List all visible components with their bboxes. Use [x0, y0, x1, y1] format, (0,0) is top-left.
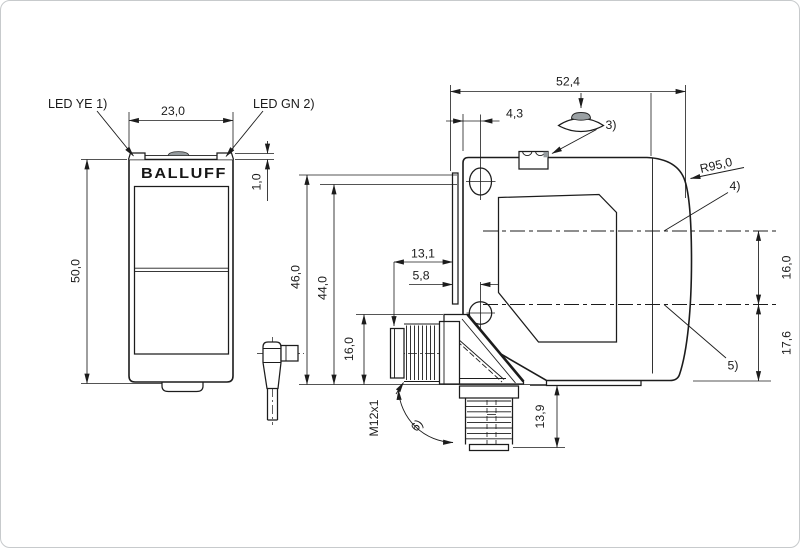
connector-cable: [266, 388, 279, 421]
dim-front-height: 50,0: [69, 259, 83, 283]
thread-leader: [395, 382, 404, 395]
front-foot-tab: [161, 382, 204, 393]
dim-connector-height: 16,0: [342, 337, 356, 361]
dim-side-width: 52,4: [556, 75, 580, 89]
led-window-left: [127, 152, 146, 160]
connector-barrel: [262, 341, 282, 390]
button-top-view: [167, 151, 190, 156]
dim-connector-protrusion: 13,1: [411, 247, 435, 261]
led-green-leader: [225, 110, 264, 157]
dim-led-height: 1,0: [250, 173, 264, 190]
dim-axis-upper: 16,0: [780, 255, 794, 279]
callout-3: 3): [606, 118, 617, 132]
radius-leader: [690, 167, 745, 180]
rotation-arc: [396, 389, 454, 445]
dim-axis-lower: 17,6: [780, 331, 794, 355]
front-view: BALLUFF: [127, 151, 235, 393]
adjuster-dome: [571, 112, 591, 121]
led-green-label: LED GN 2): [253, 97, 315, 111]
dim-thread-spec: M12x1: [367, 399, 381, 436]
lens-divider: [134, 267, 229, 273]
dim-connector-down-length: 13,9: [533, 404, 547, 428]
sensing-face-plate: [451, 172, 459, 305]
callout4-leader: [663, 192, 729, 232]
callout-4: 4): [730, 179, 741, 193]
front-view-dimensions: 23,0 LED YE 1) LED GN 2) 50,0 1,0: [48, 97, 315, 384]
side-view-dimensions: 52,4 3) 4,3 R95,0 4) 5) 16,0 17,6 46,0 4…: [289, 75, 794, 448]
callout-5: 5): [728, 359, 739, 373]
connector-down-position: [458, 385, 520, 452]
led-yellow-leader: [96, 110, 134, 157]
callout3-leader: [551, 129, 597, 154]
brand-logo: BALLUFF: [141, 165, 227, 182]
side-view: [451, 150, 776, 387]
connector-end-cap: [389, 327, 405, 379]
connector-threads: [404, 323, 440, 382]
led-yellow-label: LED YE 1): [48, 97, 107, 111]
dim-front-width: 23,0: [161, 104, 185, 118]
connector-collar: [438, 320, 461, 385]
led-window-right: [216, 152, 235, 160]
lens-window: [133, 185, 230, 355]
dim-side-height: 46,0: [289, 265, 303, 289]
side-foot-strip: [545, 380, 642, 387]
callout5-leader: [663, 304, 727, 359]
dim-hole-bottom-offset: 5,8: [412, 269, 429, 283]
callout-6: 6): [408, 417, 426, 434]
dim-side-height-inner: 44,0: [316, 276, 330, 300]
connector-plug: [280, 344, 299, 362]
front-connector-view: [257, 337, 304, 425]
recess-shade: [543, 151, 548, 158]
m12-connector: [389, 313, 525, 452]
dim-hole-top-offset: 4,3: [506, 107, 523, 121]
